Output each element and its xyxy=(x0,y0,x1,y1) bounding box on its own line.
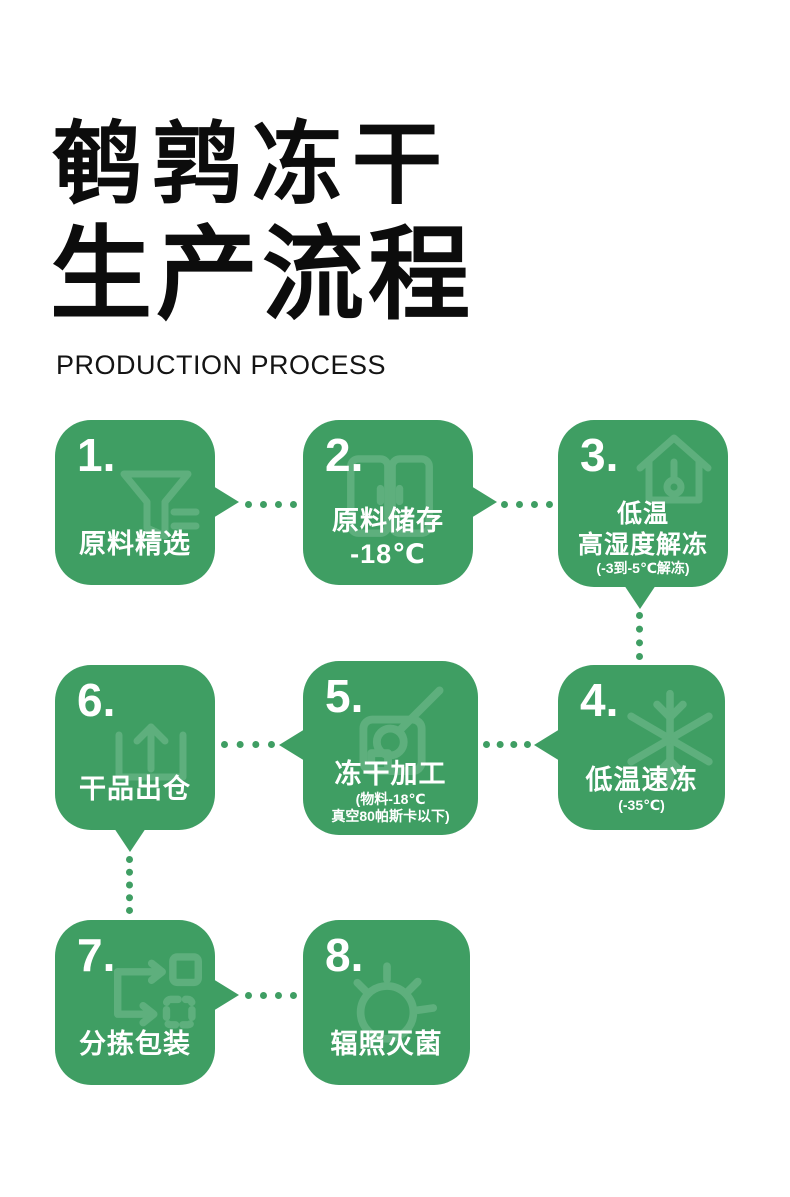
step-number: 3. xyxy=(580,429,619,481)
card-icon-area xyxy=(55,420,215,585)
step-note: (-3到-5℃解冻) xyxy=(596,560,690,577)
funnel-icon xyxy=(120,470,200,540)
step-label-temp: -18℃ xyxy=(350,539,426,570)
step-label: 低温速冻 xyxy=(585,765,698,796)
radiation-icon xyxy=(353,962,438,1043)
step-card-5: 5. 冻干加工 (物料-18℃ 真空80帕斯卡以下) xyxy=(279,661,478,835)
connector-tail-left xyxy=(534,729,560,761)
step-number: 5. xyxy=(325,670,364,722)
step-card-1: 1. 原料精选 xyxy=(55,420,239,585)
dotted-connector-4-5 xyxy=(483,741,531,748)
step-label: 分拣包装 xyxy=(79,1029,191,1060)
step-card-7: 7. 分拣包装 xyxy=(55,920,239,1085)
step-note-line2: 真空80帕斯卡以下) xyxy=(331,808,450,825)
dotted-connector-1-2 xyxy=(245,501,297,508)
card-icon-area xyxy=(303,420,473,585)
step-note-line1: (物料-18℃ xyxy=(355,791,426,808)
card-icon-area xyxy=(303,920,470,1085)
step-card-8: 8. 辐照灭菌 xyxy=(303,920,470,1085)
dotted-connector-5-6 xyxy=(221,741,275,748)
house-thaw-icon xyxy=(636,434,712,504)
step-note: (-35℃) xyxy=(618,797,665,814)
card-icon-area xyxy=(303,661,478,835)
step-number: 6. xyxy=(77,674,116,726)
sorting-arrows-icon xyxy=(114,953,202,1029)
snowflake-icon xyxy=(627,689,713,789)
dotted-connector-7-8 xyxy=(245,992,297,999)
step-number: 1. xyxy=(77,429,116,481)
step-number: 2. xyxy=(325,429,364,481)
connector-tail-left xyxy=(279,729,305,761)
freeze-dryer-icon xyxy=(359,686,444,775)
card-icon-area xyxy=(558,420,728,587)
card-icon-area xyxy=(55,665,215,830)
step-label: 辐照灭菌 xyxy=(330,1029,443,1060)
step-number: 8. xyxy=(325,929,364,981)
dotted-connector-3-4 xyxy=(636,612,643,660)
step-card-3: 3. 低温 高湿度解冻 (-3到-5℃解冻) xyxy=(558,420,728,609)
step-label: 原料储存 xyxy=(332,506,444,537)
storage-doors-icon xyxy=(347,455,433,537)
step-card-2: 2. 原料储存 -18℃ xyxy=(303,420,497,585)
page-title-line1: 鹌鹑冻干 xyxy=(52,115,452,215)
step-label: 原料精选 xyxy=(79,529,191,560)
connector-tail-right xyxy=(471,486,497,518)
box-out-icon xyxy=(115,723,187,781)
step-card-4: 4. 低温速冻 (-35℃) xyxy=(534,665,725,830)
page-title-line2: 生产流程 xyxy=(50,218,474,332)
step-label: 干品出仓 xyxy=(79,774,191,805)
step-number: 7. xyxy=(77,929,116,981)
page-subtitle: PRODUCTION PROCESS xyxy=(56,350,387,380)
step-label: 低温 xyxy=(616,500,669,529)
card-icon-area xyxy=(55,920,215,1085)
dotted-connector-6-7 xyxy=(126,856,133,914)
connector-tail-down xyxy=(114,828,146,852)
dotted-connector-2-3 xyxy=(501,501,553,508)
step-number: 4. xyxy=(580,674,619,726)
connector-tail-down xyxy=(624,585,656,609)
connector-tail-right xyxy=(213,486,239,518)
card-icon-area xyxy=(558,665,725,830)
step-label-line2: 高湿度解冻 xyxy=(577,530,708,559)
connector-tail-right xyxy=(213,979,239,1011)
step-card-6: 6. 干品出仓 xyxy=(55,665,215,852)
step-label: 冻干加工 xyxy=(334,759,447,790)
